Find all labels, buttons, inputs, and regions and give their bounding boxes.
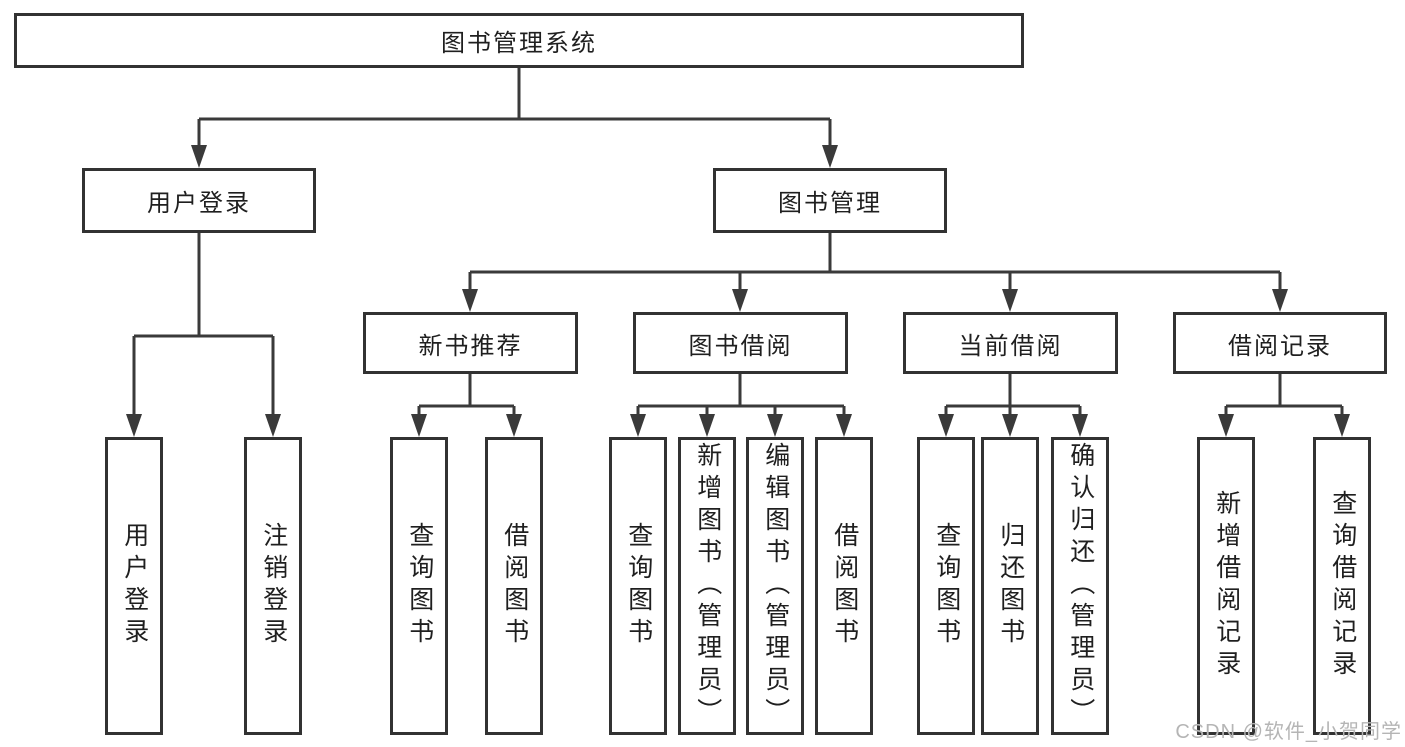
- leaf-query-books-borrowing: 查询图书: [609, 437, 667, 735]
- node-borrowing-records: 借阅记录: [1173, 312, 1387, 374]
- node-library-system: 图书管理系统: [14, 13, 1024, 68]
- node-user-login: 用户登录: [82, 168, 316, 233]
- node-new-book-recommendation: 新书推荐: [363, 312, 578, 374]
- leaf-add-books-admin: 新增图书（管理员）: [678, 437, 736, 735]
- leaf-query-borrow-record: 查询借阅记录: [1313, 437, 1371, 735]
- leaf-user-login: 用户登录: [105, 437, 163, 735]
- csdn-watermark: CSDN @软件_小贺同学: [1175, 721, 1402, 743]
- leaf-return-books: 归还图书: [981, 437, 1039, 735]
- leaf-edit-books-admin: 编辑图书（管理员）: [746, 437, 804, 735]
- leaf-borrow-books-recommend: 借阅图书: [485, 437, 543, 735]
- leaf-query-books-current: 查询图书: [917, 437, 975, 735]
- node-book-borrowing: 图书借阅: [633, 312, 848, 374]
- node-current-borrowing: 当前借阅: [903, 312, 1118, 374]
- leaf-logout: 注销登录: [244, 437, 302, 735]
- leaf-confirm-return-admin: 确认归还（管理员）: [1051, 437, 1109, 735]
- leaf-borrow-books: 借阅图书: [815, 437, 873, 735]
- node-book-management: 图书管理: [713, 168, 947, 233]
- leaf-add-borrow-record: 新增借阅记录: [1197, 437, 1255, 735]
- leaf-query-books-recommend: 查询图书: [390, 437, 448, 735]
